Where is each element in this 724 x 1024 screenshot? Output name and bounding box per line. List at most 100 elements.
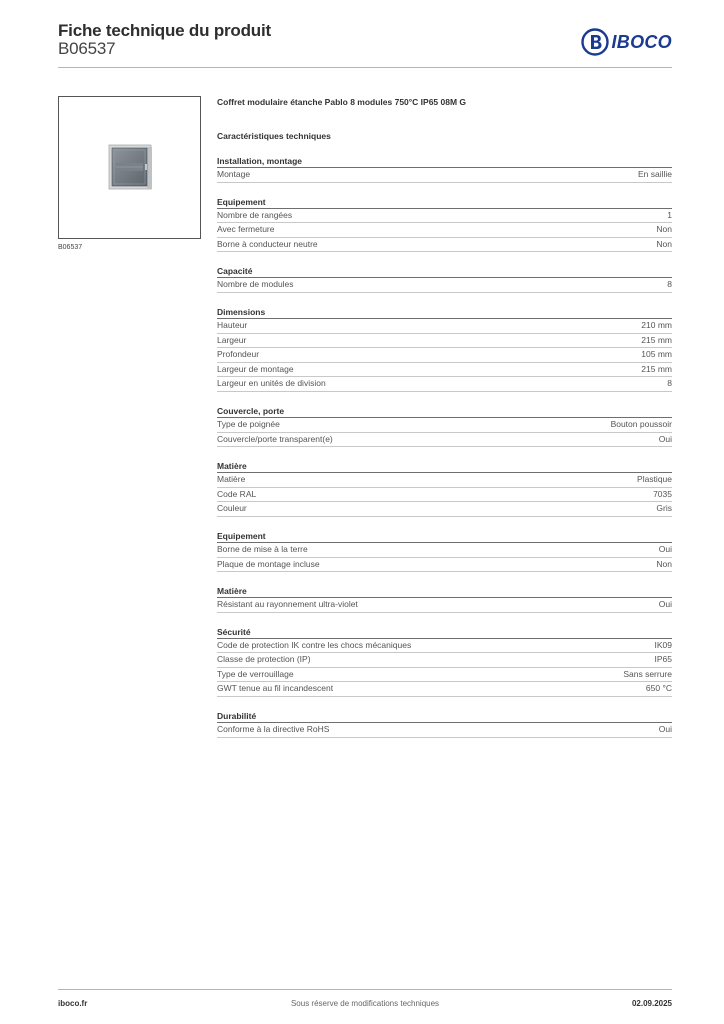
spec-value: Oui bbox=[658, 724, 672, 735]
spec-label: Avec fermeture bbox=[217, 224, 275, 235]
section-title: Durabilité bbox=[217, 710, 672, 724]
spec-label: Matière bbox=[217, 474, 246, 485]
spec-label: Hauteur bbox=[217, 319, 248, 330]
spec-value: Oui bbox=[658, 543, 672, 554]
spec-section: Dimensions Hauteur 210 mm Largeur 215 mm P… bbox=[217, 306, 672, 392]
spec-value: IK09 bbox=[654, 639, 673, 650]
page-header: Fiche technique du produit B06537 IBOCO bbox=[58, 20, 672, 68]
spec-value: 1 bbox=[667, 209, 672, 220]
spec-section: Equipement Borne de mise à la terre Oui P… bbox=[217, 530, 672, 573]
product-name: Coffret modulaire étanche Pablo 8 module… bbox=[217, 97, 467, 107]
spec-value: Non bbox=[656, 558, 672, 569]
spec-label: Couvercle/porte transparent(e) bbox=[217, 433, 333, 444]
section-title: Capacité bbox=[217, 265, 672, 279]
spec-value: Bouton poussoir bbox=[610, 418, 672, 429]
spec-label: Type de verrouillage bbox=[217, 668, 294, 679]
spec-row: Résistant au rayonnement ultra-violet Oui bbox=[217, 598, 672, 613]
spec-value: Plastique bbox=[637, 474, 672, 485]
section-title: Couvercle, porte bbox=[217, 405, 672, 418]
spec-row: Largeur 215 mm bbox=[217, 334, 672, 349]
spec-row: Largeur en unités de division 8 bbox=[217, 377, 672, 392]
iboco-logo: IBOCO bbox=[581, 28, 672, 56]
spec-row: Couleur Gris bbox=[217, 502, 672, 517]
spec-row: Borne de mise à la terre Oui bbox=[217, 543, 672, 558]
section-title: Installation, montage bbox=[217, 155, 672, 168]
spec-value: Gris bbox=[656, 503, 672, 514]
document-title: Fiche technique du produit bbox=[58, 21, 271, 40]
spec-label: Type de poignée bbox=[217, 418, 280, 429]
spec-section: Durabilité Conforme à la directive RoHS O… bbox=[217, 710, 672, 738]
spec-label: Classe de protection (IP) bbox=[217, 654, 311, 665]
spec-row: Couvercle/porte transparent(e) Oui bbox=[217, 433, 672, 448]
spec-value: Non bbox=[656, 238, 672, 249]
spec-row: Type de verrouillage Sans serrure bbox=[217, 668, 672, 683]
spec-value: 215 mm bbox=[641, 363, 672, 374]
spec-row: Code de protection IK contre les chocs m… bbox=[217, 639, 672, 654]
spec-row: Classe de protection (IP) IP65 bbox=[217, 653, 672, 668]
spec-value: Oui bbox=[658, 433, 672, 444]
spec-value: Oui bbox=[658, 599, 672, 610]
section-title: Matière bbox=[217, 585, 672, 599]
spec-value: En saillie bbox=[637, 169, 672, 179]
product-image-frame bbox=[58, 96, 201, 239]
section-title: Matière bbox=[217, 460, 672, 474]
spec-label: Nombre de modules bbox=[217, 279, 294, 290]
section-title: Dimensions bbox=[217, 306, 672, 319]
spec-label: Largeur en unités de division bbox=[217, 378, 326, 389]
section-title: Sécurité bbox=[217, 626, 672, 639]
spec-label: Profondeur bbox=[217, 349, 260, 360]
spec-row: Borne à conducteur neutre Non bbox=[217, 238, 672, 253]
iboco-logo-icon bbox=[581, 28, 610, 56]
page-footer: iboco.fr Sous réserve de modifications t… bbox=[58, 989, 672, 1013]
spec-value: 105 mm bbox=[641, 349, 672, 360]
spec-row: Conforme à la directive RoHS Oui bbox=[217, 723, 672, 738]
spec-label: GWT tenue au fil incandescent bbox=[217, 683, 334, 694]
spec-label: Borne de mise à la terre bbox=[217, 543, 308, 554]
spec-row: Code RAL 7035 bbox=[217, 488, 672, 503]
footer-date: 02.09.2025 bbox=[631, 999, 672, 1008]
spec-section: Equipement Nombre de rangées 1 Avec ferme… bbox=[217, 196, 672, 253]
image-caption: B06537 bbox=[58, 244, 83, 251]
spec-value: 650 °C bbox=[645, 683, 672, 694]
spec-label: Résistant au rayonnement ultra-violet bbox=[217, 599, 358, 610]
spec-label: Conforme à la directive RoHS bbox=[217, 724, 330, 735]
spec-row: Type de poignée Bouton poussoir bbox=[217, 418, 672, 433]
spec-section: Couvercle, porte Type de poignée Bouton p… bbox=[217, 405, 672, 448]
spec-section: Installation, montage Montage En saillie bbox=[217, 155, 672, 183]
product-id: B06537 bbox=[58, 39, 116, 58]
spec-row: Profondeur 105 mm bbox=[217, 348, 672, 363]
spec-section: Sécurité Code de protection IK contre le… bbox=[217, 626, 672, 698]
section-title: Equipement bbox=[217, 530, 672, 543]
spec-label: Nombre de rangées bbox=[217, 209, 293, 220]
spec-row: Matière Plastique bbox=[217, 473, 672, 488]
footer-website: iboco.fr bbox=[58, 999, 88, 1008]
spec-label: Borne à conducteur neutre bbox=[217, 238, 318, 249]
spec-value: 7035 bbox=[653, 488, 672, 499]
spec-content: Coffret modulaire étanche Pablo 8 module… bbox=[217, 96, 672, 738]
spec-value: 210 mm bbox=[641, 319, 672, 330]
spec-row: GWT tenue au fil incandescent 650 °C bbox=[217, 682, 672, 698]
logo-wordmark: IBOCO bbox=[611, 31, 672, 52]
spec-label: Code RAL bbox=[217, 488, 257, 499]
spec-value: 8 bbox=[667, 378, 672, 389]
spec-value: IP65 bbox=[654, 654, 673, 665]
specs-heading: Caractéristiques techniques bbox=[217, 131, 331, 141]
footer-disclaimer: Sous réserve de modifications techniques bbox=[290, 999, 440, 1008]
spec-value: 215 mm bbox=[641, 334, 672, 345]
spec-label: Code de protection IK contre les chocs m… bbox=[217, 639, 412, 650]
section-title: Equipement bbox=[217, 196, 672, 209]
spec-row: Hauteur 210 mm bbox=[217, 319, 672, 334]
spec-label: Largeur de montage bbox=[217, 363, 294, 374]
spec-value: Sans serrure bbox=[623, 668, 672, 679]
spec-label: Couleur bbox=[217, 503, 247, 514]
spec-label: Montage bbox=[217, 169, 251, 179]
spec-row: Largeur de montage 215 mm bbox=[217, 363, 672, 378]
product-photo-enclosure bbox=[108, 144, 152, 190]
spec-label: Largeur bbox=[217, 334, 247, 345]
spec-row: Nombre de rangées 1 bbox=[217, 209, 672, 224]
